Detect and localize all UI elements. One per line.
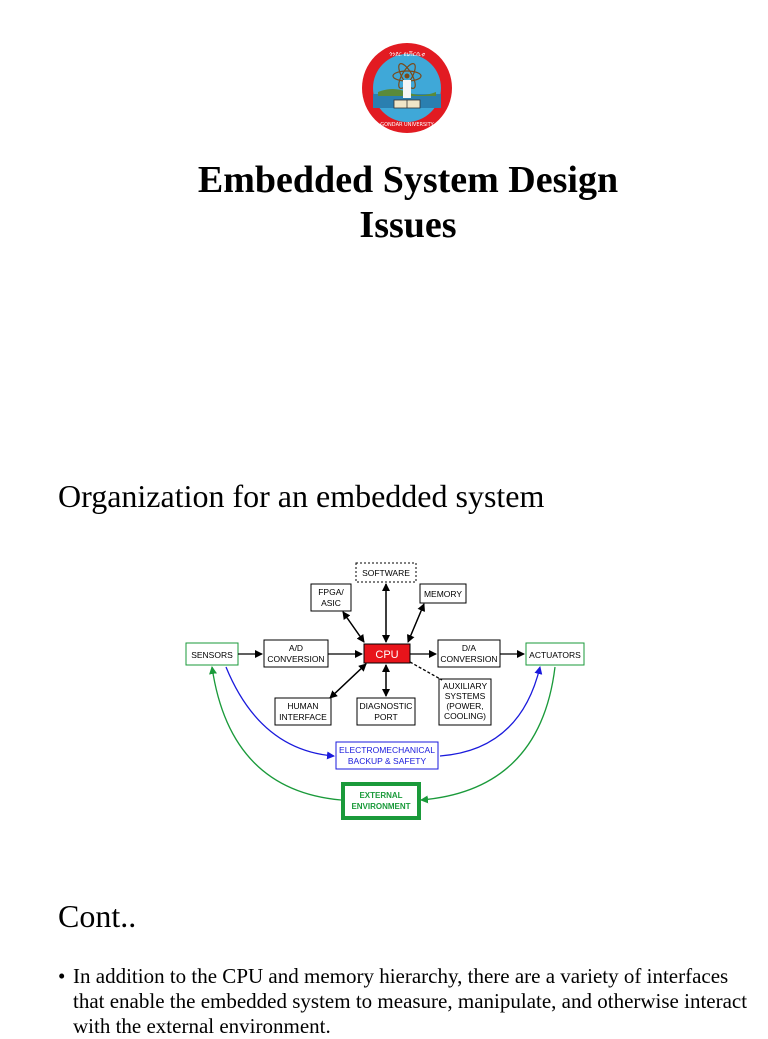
- svg-text:CONVERSION: CONVERSION: [267, 654, 324, 664]
- svg-text:PORT: PORT: [374, 712, 397, 722]
- backup-arrows: [225, 666, 543, 760]
- actuators-box: ACTUATORS: [525, 642, 585, 666]
- svg-text:BACKUP & SAFETY: BACKUP & SAFETY: [348, 756, 427, 766]
- svg-text:ጎንደር ዩኒቨርሲቲ: ጎንደር ዩኒቨርሲቲ: [389, 51, 425, 58]
- embedded-system-diagram: SOFTWARE FPGA/ ASIC MEMORY SENSORS A/D C…: [185, 562, 585, 820]
- svg-text:ENVIRONMENT: ENVIRONMENT: [351, 802, 410, 811]
- cont-heading: Cont..: [58, 898, 137, 934]
- svg-text:MEMORY: MEMORY: [424, 589, 462, 599]
- bullet-text: In addition to the CPU and memory hierar…: [73, 964, 748, 1038]
- svg-text:CPU: CPU: [375, 649, 398, 661]
- auxiliary-systems-box: AUXILIARY SYSTEMS (POWER, COOLING): [438, 678, 492, 726]
- external-environment-box: EXTERNAL ENVIRONMENT: [341, 782, 421, 820]
- svg-text:SYSTEMS: SYSTEMS: [445, 691, 486, 701]
- svg-text:HUMAN: HUMAN: [287, 701, 318, 711]
- svg-text:FPGA/: FPGA/: [318, 587, 344, 597]
- svg-text:AUXILIARY: AUXILIARY: [443, 681, 488, 691]
- electromechanical-backup-box: ELECTROMECHANICAL BACKUP & SAFETY: [335, 741, 439, 770]
- svg-text:(POWER,: (POWER,: [446, 701, 483, 711]
- organization-heading: Organization for an embedded system: [58, 478, 545, 514]
- human-interface-box: HUMAN INTERFACE: [274, 697, 332, 726]
- bullet-item: • In addition to the CPU and memory hier…: [58, 964, 748, 1039]
- title-line-2: Issues: [359, 204, 457, 246]
- svg-text:GONDAR UNIVERSITY: GONDAR UNIVERSITY: [380, 122, 434, 128]
- title-line-1: Embedded System Design: [197, 159, 619, 201]
- da-conversion-box: D/A CONVERSION: [437, 639, 501, 668]
- svg-text:SENSORS: SENSORS: [191, 650, 233, 660]
- software-box: SOFTWARE: [355, 562, 417, 583]
- svg-text:SOFTWARE: SOFTWARE: [362, 568, 410, 578]
- svg-text:D/A: D/A: [462, 643, 477, 653]
- slide-title: Embedded System Design Issues: [100, 158, 716, 248]
- memory-box: MEMORY: [419, 583, 467, 604]
- svg-text:CONVERSION: CONVERSION: [440, 654, 497, 664]
- svg-text:A/D: A/D: [289, 643, 303, 653]
- cpu-box: CPU: [363, 643, 411, 664]
- svg-text:ACTUATORS: ACTUATORS: [529, 650, 581, 660]
- svg-text:ASIC: ASIC: [321, 598, 341, 608]
- diagnostic-port-box: DIAGNOSTIC PORT: [356, 697, 416, 726]
- signal-arrows: [238, 583, 525, 699]
- svg-text:COOLING): COOLING): [444, 711, 486, 721]
- bullet-dot: •: [58, 964, 66, 988]
- sensors-box: SENSORS: [185, 642, 239, 666]
- environment-loop-arrows: [209, 666, 556, 804]
- svg-text:ELECTROMECHANICAL: ELECTROMECHANICAL: [339, 745, 435, 755]
- svg-text:EXTERNAL: EXTERNAL: [359, 791, 402, 800]
- ad-conversion-box: A/D CONVERSION: [263, 639, 329, 668]
- fpga-asic-box: FPGA/ ASIC: [310, 583, 352, 612]
- university-logo: ጎንደር ዩኒቨርሲቲ GONDAR UNIVERSITY: [362, 43, 452, 133]
- svg-text:DIAGNOSTIC: DIAGNOSTIC: [360, 701, 413, 711]
- svg-text:INTERFACE: INTERFACE: [279, 712, 327, 722]
